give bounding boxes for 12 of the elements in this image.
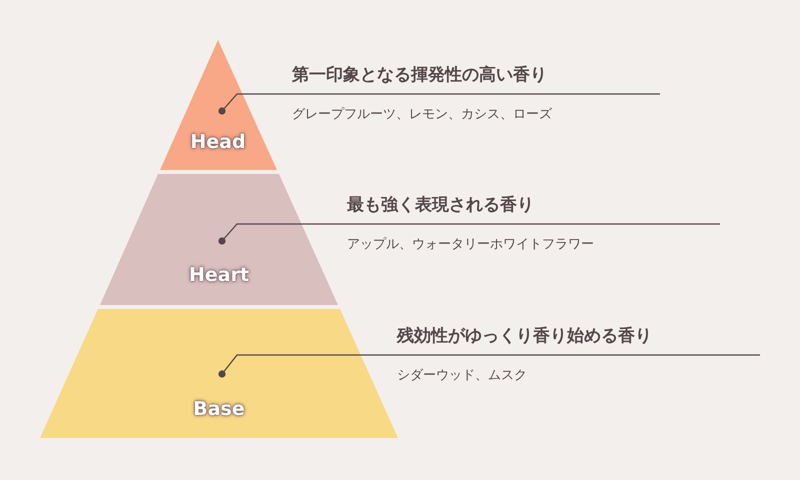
heading-text: 残効性がゆっくり香り始める香り xyxy=(397,325,653,348)
leader-line xyxy=(218,223,721,245)
heading-text: 最も強く表現される香り xyxy=(347,194,535,217)
tier-label: Head xyxy=(190,131,246,153)
heading-text: 第一印象となる揮発性の高い香り xyxy=(292,64,548,87)
leader-line xyxy=(218,354,761,378)
description-text: シダーウッド、ムスク xyxy=(397,367,527,384)
leader-line xyxy=(218,93,661,115)
description-text: グレープフルーツ、レモン、カシス、ローズ xyxy=(292,106,552,123)
tier-label: Heart xyxy=(188,264,250,286)
tier-label: Base xyxy=(193,398,245,420)
description-text: アップル、ウォータリーホワイトフラワー xyxy=(347,236,594,253)
